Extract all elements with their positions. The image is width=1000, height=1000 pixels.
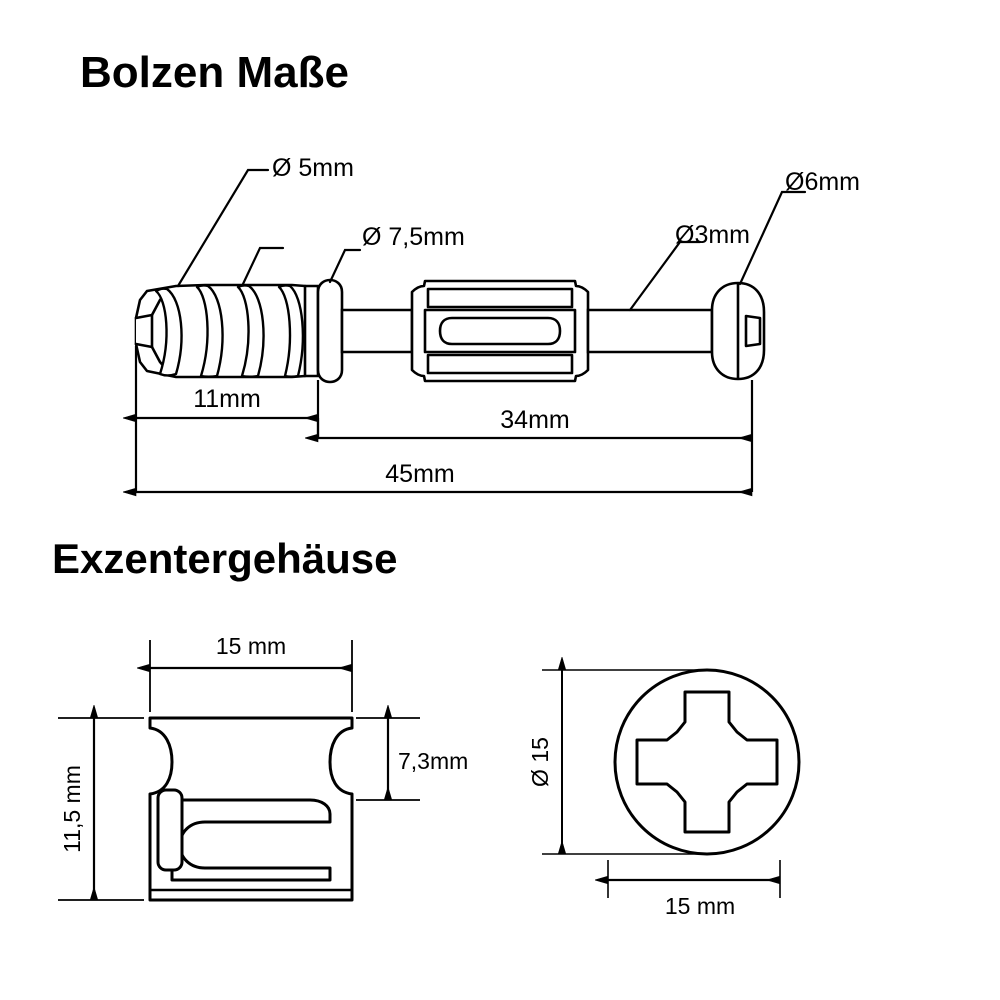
cam-housing-profile-drawing: 15 mm 11,5 mm 7,3mm	[58, 633, 468, 902]
label-diameter-3mm: Ø3mm	[675, 221, 750, 249]
label-diameter-7-5mm: Ø 7,5mm	[362, 223, 465, 251]
dimension-label-profile-height-7-3mm: 7,3mm	[398, 748, 468, 774]
bolt-shaft-right	[586, 308, 714, 354]
dimension-label-45mm: 45mm	[385, 460, 454, 488]
dimension-label-face-diameter-15: Ø 15	[527, 737, 553, 787]
phillips-cross-recess	[635, 690, 779, 834]
dimension-label-34mm: 34mm	[500, 406, 569, 434]
label-diameter-5mm: Ø 5mm	[272, 154, 354, 182]
dimension-label-face-width-15mm: 15 mm	[665, 893, 735, 919]
page-title-bolzen: Bolzen Maße	[80, 48, 349, 97]
bolt-transition-cylinder	[303, 284, 320, 378]
label-diameter-6mm: Ø6mm	[785, 168, 860, 196]
cam-housing-face-drawing: Ø 15 15 mm	[527, 670, 801, 919]
dimension-face-width-15mm	[608, 860, 781, 898]
bolt-assembly-drawing: Ø 5mm Ø 7,5mm Ø3mm Ø6mm 11mm 34mm	[136, 154, 860, 492]
dimension-profile-width-15mm	[150, 640, 353, 712]
page-title-exzentergehaeuse: Exzentergehäuse	[52, 535, 398, 582]
bolt-leader-lines	[176, 168, 807, 312]
dimension-label-profile-width-15mm: 15 mm	[216, 633, 286, 659]
bolt-center-block	[410, 279, 590, 383]
bolt-shaft-left	[340, 308, 414, 354]
dimension-profile-height-7-3mm	[356, 718, 420, 801]
bolt-thread-flights	[154, 284, 305, 378]
dimension-face-diameter-15	[542, 670, 700, 855]
cam-housing-profile-body	[148, 716, 354, 902]
dimension-34mm	[318, 380, 754, 492]
dimension-label-11mm: 11mm	[193, 385, 261, 413]
bolt-head	[710, 281, 766, 381]
dimension-label-profile-height-11-5mm: 11,5 mm	[59, 765, 85, 853]
dimension-profile-height-11-5mm	[58, 718, 144, 901]
bolt-leader-labels: Ø 5mm Ø 7,5mm Ø3mm Ø6mm	[272, 154, 860, 251]
bolt-flange	[316, 278, 344, 384]
